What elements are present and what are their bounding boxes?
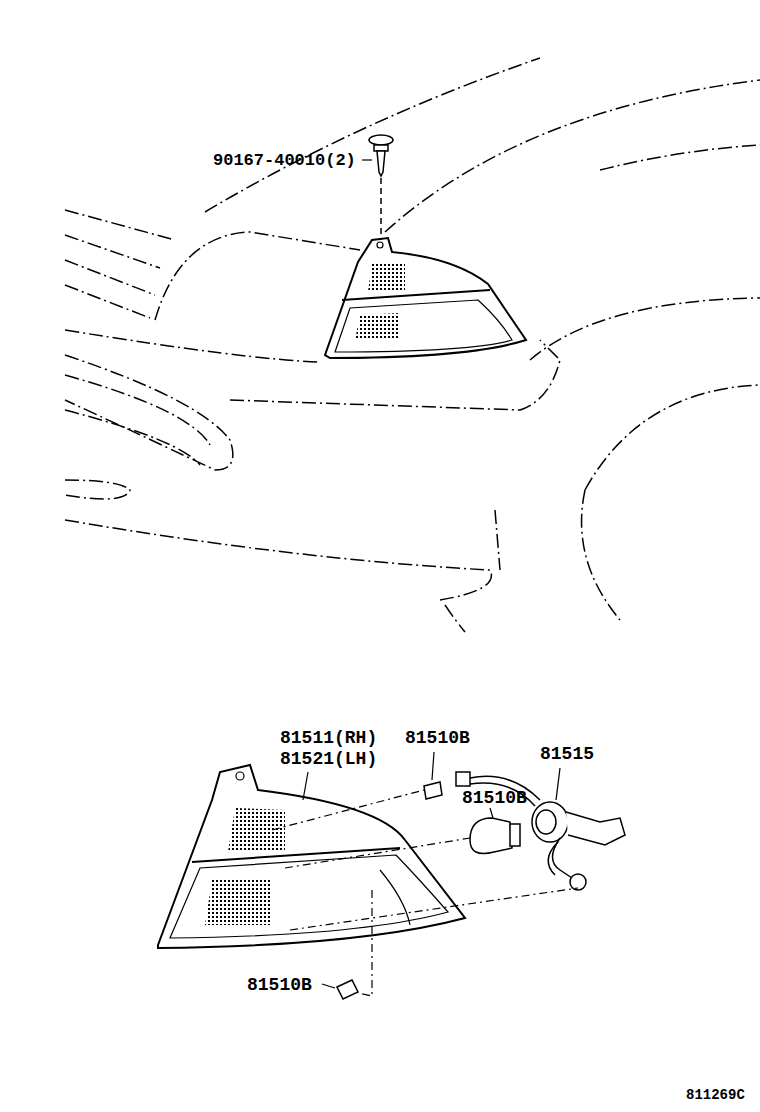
part-number: 90167-40010(2) xyxy=(213,152,356,169)
part-number: 81511(RH) xyxy=(280,729,377,747)
part-number: 81521(LH) xyxy=(280,750,377,768)
part-number: 81510B xyxy=(405,729,470,747)
part-number: 81515 xyxy=(540,745,594,763)
part-number: 81510B xyxy=(247,976,312,994)
part-number: 81510B xyxy=(462,789,527,807)
figure-number: 811269C xyxy=(686,1088,745,1102)
